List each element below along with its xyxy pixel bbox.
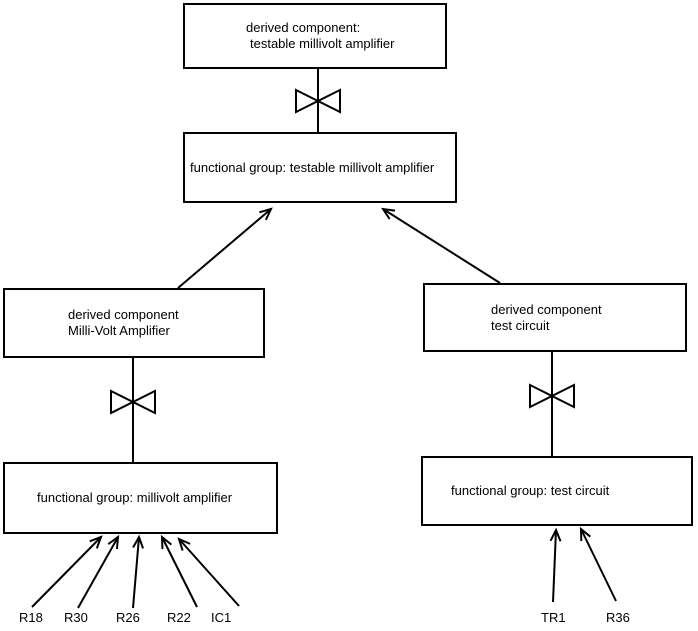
leaf-arrow-r36	[579, 526, 617, 602]
leaf-arrow-r30	[77, 534, 120, 609]
box-text-line: derived component	[68, 307, 179, 322]
leaf-label-r22: R22	[167, 610, 191, 625]
box-functional-group-millivolt-amplifier: functional group: millivolt amplifier	[3, 462, 278, 534]
leaf-arrow-ic1	[177, 537, 240, 607]
bowtie-icon	[110, 389, 156, 415]
box-text-line: functional group: test circuit	[451, 483, 610, 498]
arrow-right-derived-to-top-functional	[380, 207, 501, 284]
box-text-line: testable millivolt amplifier	[250, 36, 395, 51]
box-text-line: functional group: millivolt amplifier	[37, 490, 233, 505]
box-functional-group-testable-millivolt-amplifier: functional group: testable millivolt amp…	[183, 132, 457, 203]
box-text-line: test circuit	[491, 317, 550, 333]
box-functional-group-test-circuit: functional group: test circuit	[421, 456, 693, 526]
box-text-line: derived component	[491, 301, 602, 317]
leaf-arrow-tr1	[549, 527, 562, 603]
box-text-line: functional group: testable millivolt amp…	[190, 159, 435, 175]
leaf-arrow-r18	[31, 535, 103, 608]
leaf-label-tr1: TR1	[541, 610, 566, 625]
box-text-line: Milli-Volt Amplifier	[68, 323, 170, 338]
leaf-label-ic1: IC1	[211, 610, 232, 625]
leaf-arrow-r22	[160, 534, 198, 608]
leaf-arrow-r26	[132, 534, 144, 609]
arrow-left-derived-to-top-functional	[177, 207, 273, 289]
leaf-label-r30: R30	[64, 610, 88, 625]
bowtie-icon	[295, 88, 341, 114]
box-derived-testable-millivolt-amplifier: derived component: testable millivolt am…	[183, 3, 447, 69]
leaf-label-r36: R36	[606, 610, 630, 625]
box-derived-test-circuit: derived component test circuit	[423, 283, 687, 352]
leaf-label-r26: R26	[116, 610, 140, 625]
bowtie-icon	[529, 383, 575, 409]
box-derived-milli-volt-amplifier: derived component Milli-Volt Amplifier	[3, 288, 265, 358]
leaf-label-r18: R18	[19, 610, 43, 625]
box-text-line: derived component:	[246, 20, 361, 35]
